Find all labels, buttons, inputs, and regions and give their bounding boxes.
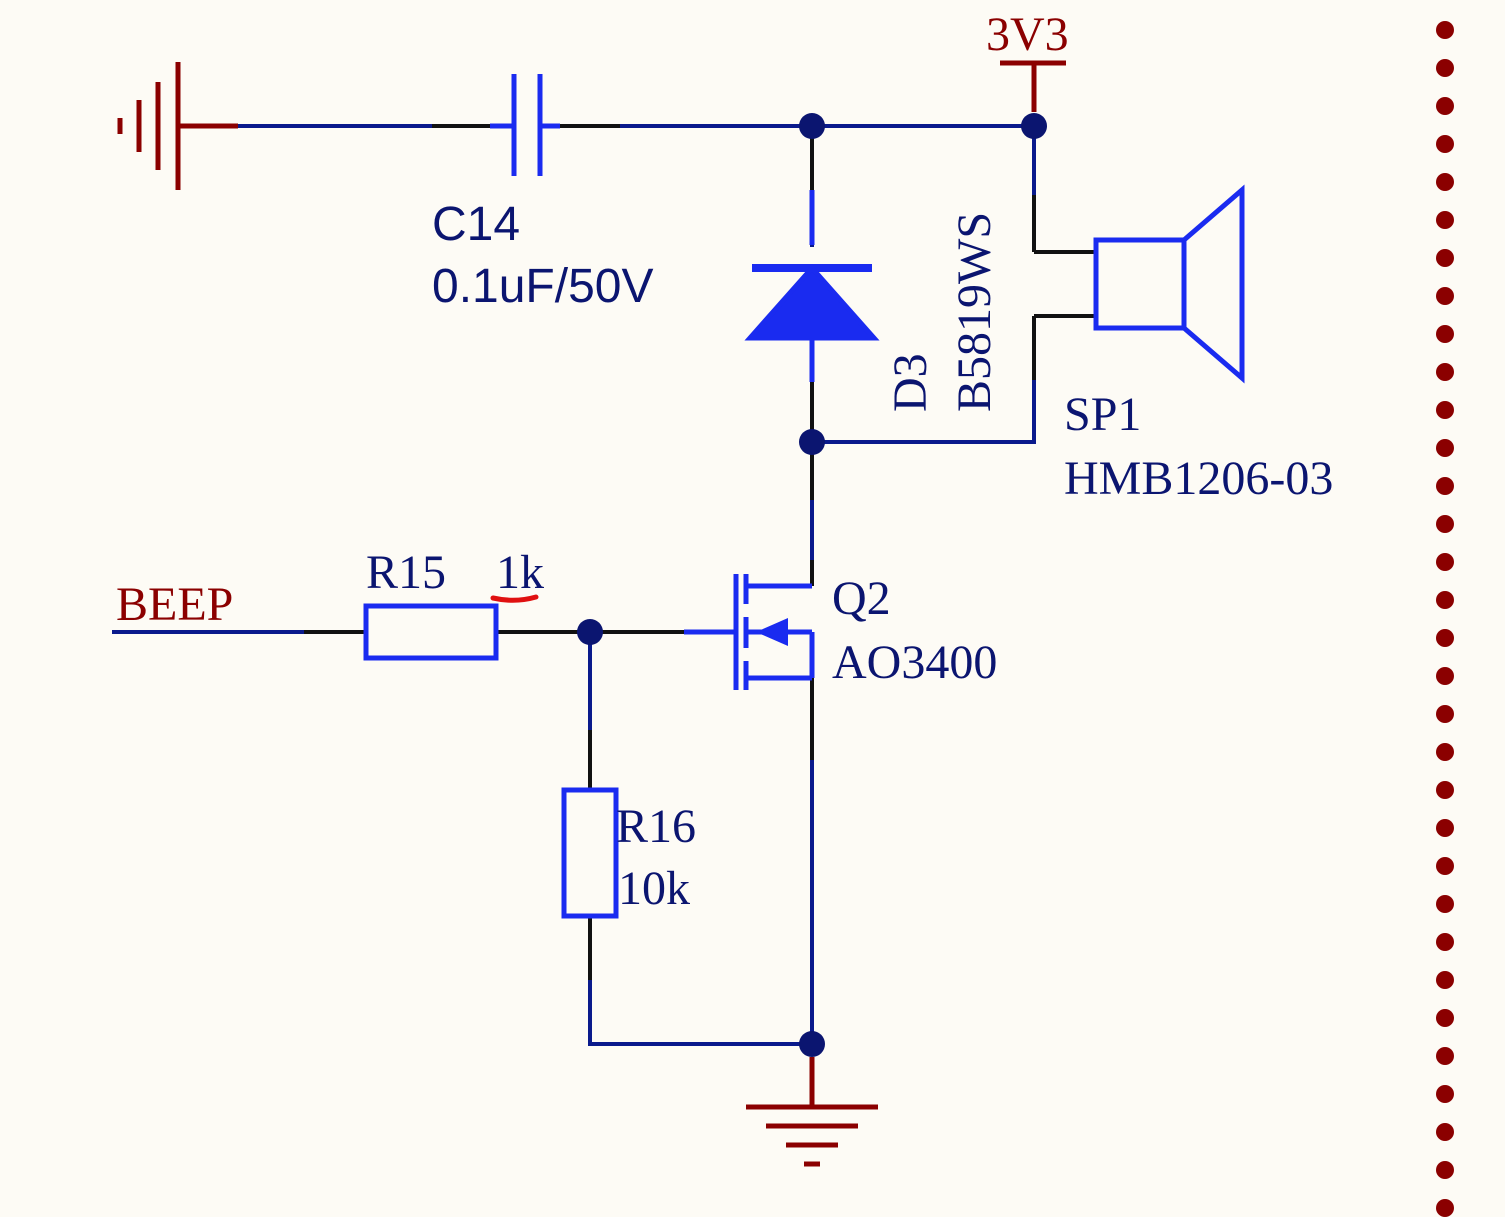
border-dot [1436,1161,1454,1179]
border-dot [1436,1085,1454,1103]
border-dot [1436,553,1454,571]
border-dot [1436,401,1454,419]
border-dot [1436,857,1454,875]
border-dot [1436,667,1454,685]
c14-designator: C14 [432,198,520,251]
d3-value: B5819WS [948,212,1001,412]
mosfet-q2[interactable] [684,574,815,690]
junction-dot [1021,113,1047,139]
border-dot [1436,211,1454,229]
border-dot [1436,895,1454,913]
border-dot [1436,1009,1454,1027]
border-dot [1436,173,1454,191]
highlight-mark [490,594,539,603]
border-dot [1436,971,1454,989]
resistor-r15[interactable] [363,603,499,661]
power-port-3v3 [1000,60,1066,112]
diode-d3[interactable] [744,190,880,382]
junction-dot [799,429,825,455]
beep-net-label: BEEP [116,578,233,631]
vcc-label: 3V3 [986,8,1069,61]
border-dot [1436,819,1454,837]
r15-value: 1k [496,546,544,599]
resistor-r16[interactable] [561,787,619,919]
junction-dot [799,1031,825,1057]
wires [112,124,1036,1046]
capacitor-c14[interactable] [490,74,560,176]
r16-value: 10k [618,862,690,915]
border-dot [1436,629,1454,647]
r16-designator: R16 [616,800,696,853]
ground-symbol-left [117,62,238,190]
c14-value: 0.1uF/50V [432,260,653,313]
border-dot [1436,591,1454,609]
border-dot [1436,1199,1454,1217]
border-dot [1436,135,1454,153]
border-dot [1436,287,1454,305]
sp1-value: HMB1206-03 [1064,452,1333,505]
border-dot [1436,743,1454,761]
r15-designator: R15 [366,546,446,599]
border-dot [1436,933,1454,951]
border-dot [1436,705,1454,723]
junction-dot [799,113,825,139]
ground-symbol-bottom [746,1057,878,1167]
sp1-designator: SP1 [1064,388,1141,441]
border-dot [1436,363,1454,381]
d3-designator: D3 [884,353,937,412]
border-dot [1436,477,1454,495]
junction-dot [577,619,603,645]
q2-value: AO3400 [832,636,997,689]
border-dot [1436,1047,1454,1065]
border-dot [1436,1123,1454,1141]
speaker-sp1[interactable] [1093,184,1245,384]
q2-designator: Q2 [832,572,891,625]
border-dot [1436,325,1454,343]
junctions [577,113,1047,1057]
border-dot [1436,249,1454,267]
border-dot [1436,781,1454,799]
border-dot [1436,97,1454,115]
border-dot [1436,439,1454,457]
border-dot [1436,59,1454,77]
border-dot [1436,515,1454,533]
sheet-border [1436,21,1454,1217]
border-dot [1436,21,1454,39]
